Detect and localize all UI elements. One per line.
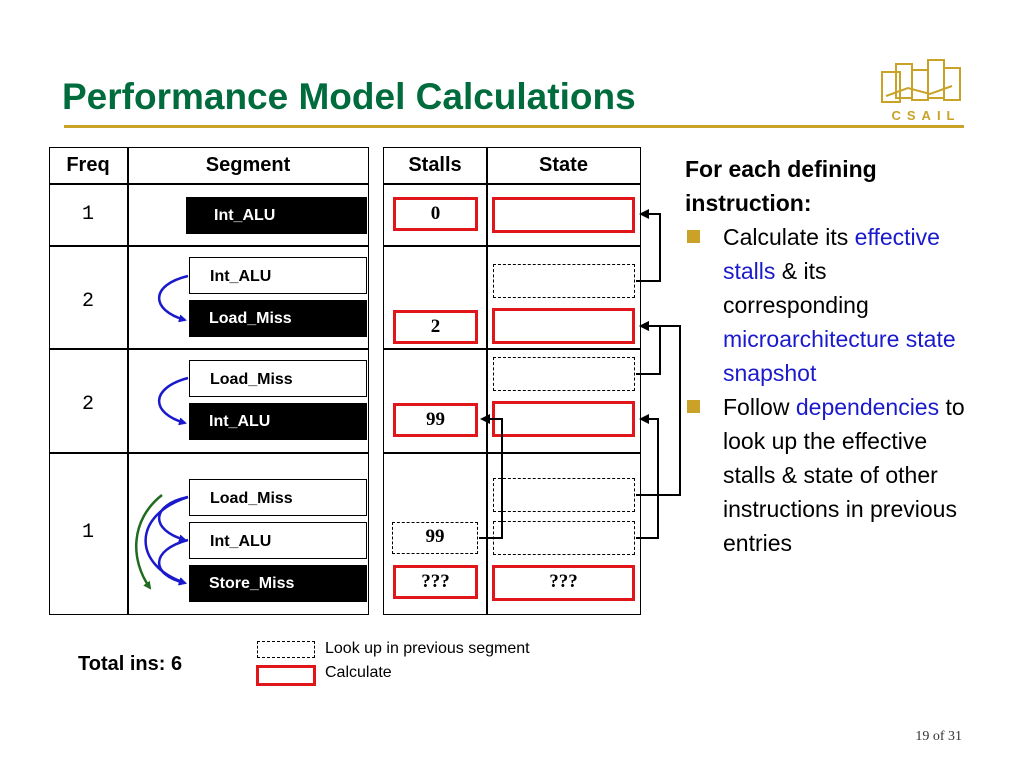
state-lookup-box	[493, 357, 635, 391]
state-lookup-box	[493, 264, 635, 298]
csail-logo-text: CSAIL	[891, 108, 961, 123]
state-calculated-box: ???	[492, 565, 635, 601]
stall-lookup-box: 99	[392, 522, 478, 554]
instruction-lookup: Load_Miss	[189, 479, 367, 516]
instruction-calculated: Load_Miss	[189, 300, 367, 337]
stalls-state-header-rule	[383, 183, 641, 185]
segment-table-row-rule	[49, 348, 369, 350]
square-bullet-icon	[687, 400, 700, 413]
segment-table-row-rule	[49, 452, 369, 454]
dependency-curve	[157, 274, 189, 323]
csail-logo-icon	[881, 59, 961, 103]
state-lookup-box	[493, 478, 635, 512]
instruction-lookup: Int_ALU	[189, 257, 367, 294]
bullet-item: Calculate its effective stalls & its cor…	[685, 220, 965, 390]
instruction-lookup: Int_ALU	[189, 522, 367, 559]
bullet-text: Follow	[723, 394, 796, 420]
explanation-heading: For each defining instruction:	[685, 156, 877, 216]
stall-calculated-box: 0	[393, 197, 478, 231]
square-bullet-icon	[687, 230, 700, 243]
bullet-item: Follow dependencies to look up the effec…	[685, 390, 965, 560]
dependency-curve	[157, 376, 189, 426]
segment-table-row-rule	[49, 245, 369, 247]
instruction-calculated: Int_ALU	[189, 403, 367, 440]
stalls-state-divider	[486, 147, 488, 615]
freq-value: 2	[81, 290, 94, 313]
freq-value: 1	[81, 203, 94, 226]
stall-calculated-box: 2	[393, 310, 478, 344]
bullet-text: to look up the effective stalls & state …	[723, 394, 965, 556]
state-lookup-connector	[636, 209, 661, 282]
legend-calculate-swatch	[256, 665, 316, 686]
state-lookup-connector	[636, 414, 659, 539]
dependency-curve	[144, 495, 189, 585]
bullet-text: & its corresponding	[723, 258, 869, 318]
title-underline	[64, 125, 964, 128]
legend-lookup-swatch	[257, 641, 315, 658]
segment-header: Segment	[205, 154, 291, 176]
stalls-state-row-rule	[383, 452, 641, 454]
freq-header: Freq	[66, 154, 110, 176]
bullet-highlight: microarchitecture state snapshot	[723, 326, 956, 386]
stalls-header: Stalls	[408, 154, 462, 176]
state-calculated-box	[492, 197, 635, 233]
freq-value: 1	[81, 521, 94, 544]
legend-calculate-label: Calculate	[325, 664, 392, 681]
slide-title: Performance Model Calculations	[62, 76, 636, 117]
state-header: State	[539, 154, 588, 176]
segment-table-divider	[127, 147, 129, 615]
page-number: 19 of 31	[915, 729, 962, 744]
explanation-panel: For each defining instruction: Calculate…	[685, 152, 965, 560]
stall-lookup-connector	[479, 414, 503, 539]
freq-value: 2	[81, 393, 94, 416]
dependency-curve	[157, 538, 189, 586]
stall-calculated-box: 99	[393, 403, 478, 437]
stalls-state-row-rule	[383, 245, 641, 247]
instruction-lookup: Load_Miss	[189, 360, 367, 397]
cross-dependency-curve	[135, 494, 163, 590]
instruction-calculated: Store_Miss	[189, 565, 367, 602]
bullet-text: Calculate its	[723, 224, 855, 250]
bullet-highlight: dependencies	[795, 394, 940, 420]
stalls-state-table	[383, 147, 641, 615]
legend-lookup-label: Look up in previous segment	[325, 640, 530, 657]
instruction-calculated: Int_ALU	[186, 197, 367, 234]
state-calculated-box	[492, 308, 635, 344]
stall-calculated-box: ???	[393, 565, 478, 599]
segment-table-header-rule	[49, 183, 369, 185]
state-lookup-connector	[636, 321, 661, 375]
stalls-state-row-rule	[383, 348, 641, 350]
bullet-highlight: effective stalls	[723, 224, 940, 284]
total-instructions: Total ins: 6	[78, 653, 183, 675]
